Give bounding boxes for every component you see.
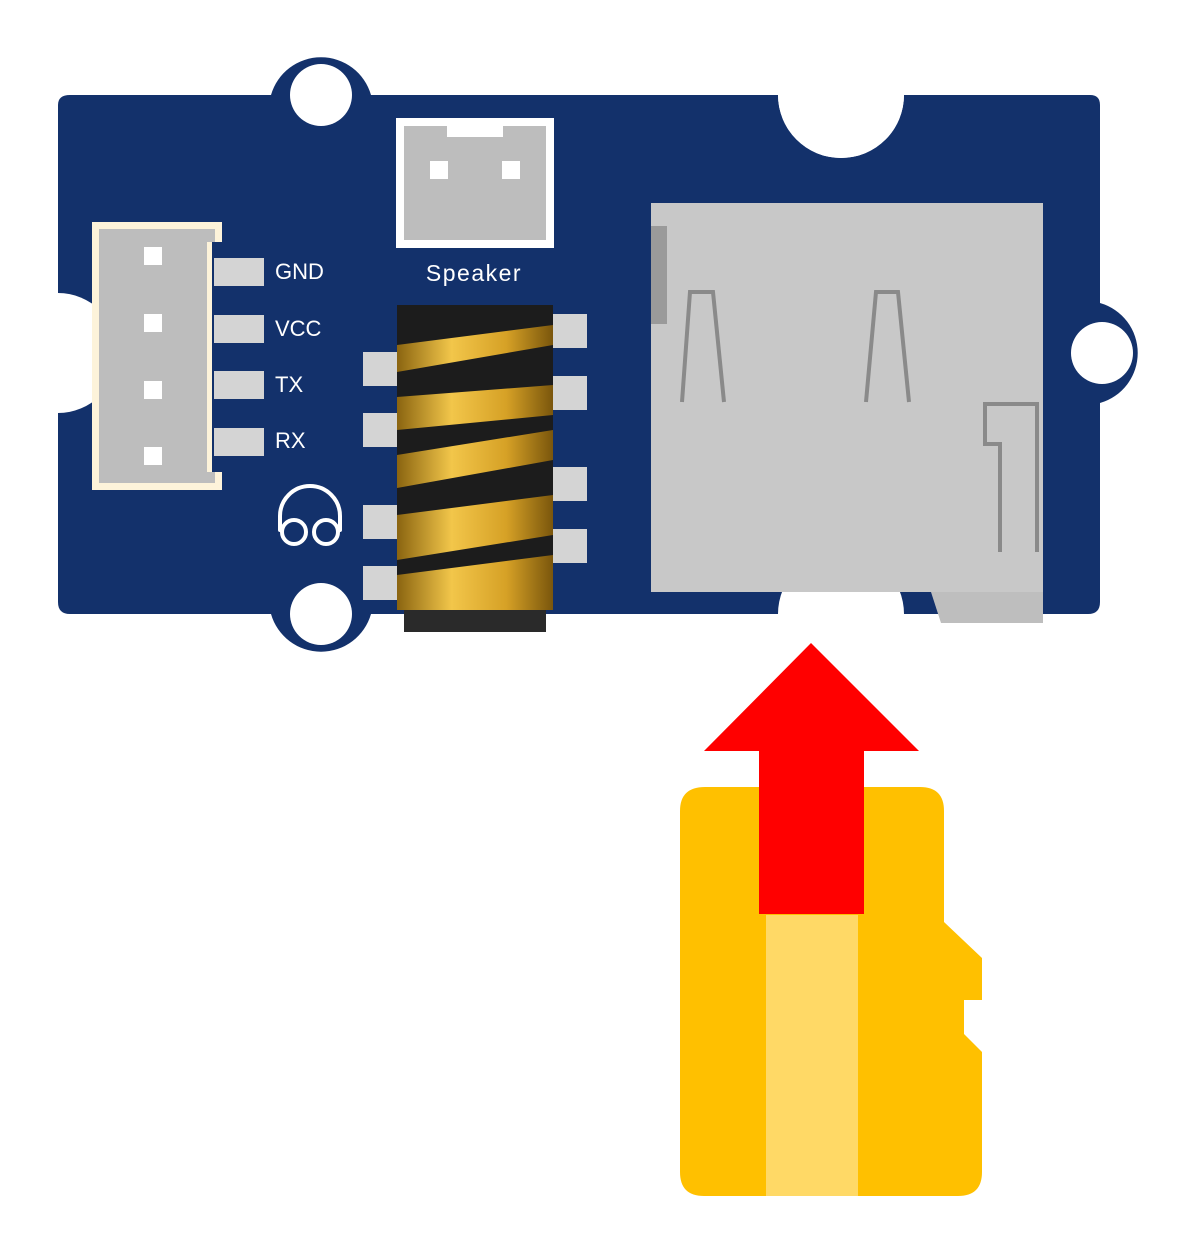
pin-label-vcc: VCC	[275, 316, 322, 341]
pad-vcc	[214, 315, 264, 343]
pad-rx	[214, 428, 264, 456]
pin-label-tx: TX	[275, 372, 303, 397]
pin-label-gnd: GND	[275, 259, 324, 284]
pad-tx	[214, 371, 264, 399]
pad-gnd	[214, 258, 264, 286]
jack-pads	[363, 314, 587, 600]
microsd-slot	[651, 203, 1043, 623]
mounting-hole-top	[290, 64, 352, 126]
mounting-hole-bottom	[290, 583, 352, 645]
top-notch	[778, 95, 904, 158]
pin-label-rx: RX	[275, 428, 306, 453]
speaker-connector	[396, 118, 554, 248]
grove-connector	[92, 222, 264, 490]
card-contact-stripe	[766, 915, 858, 1196]
headphone-icon	[278, 484, 342, 546]
audio-jack	[397, 305, 553, 632]
microsd-card-icon	[680, 787, 982, 1196]
mounting-hole-right	[1071, 322, 1133, 384]
speaker-label: Speaker	[426, 260, 522, 286]
arrow-up-icon	[704, 643, 919, 914]
